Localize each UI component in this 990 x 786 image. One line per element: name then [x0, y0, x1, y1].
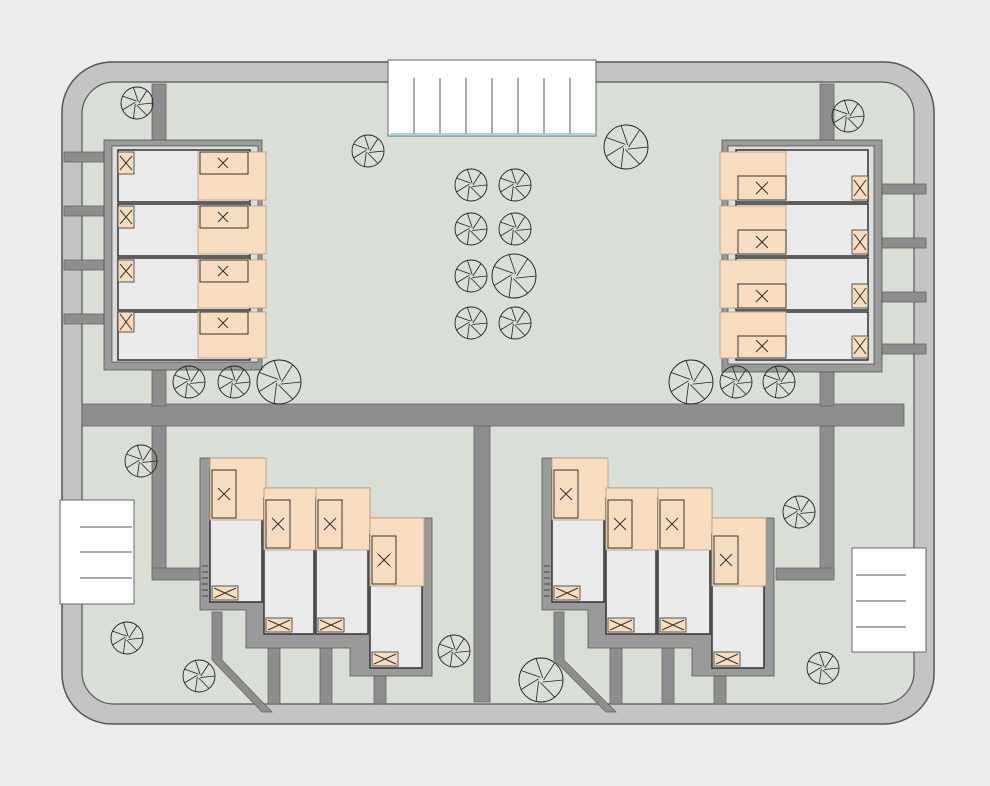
tree-symbol-icon: [454, 212, 488, 246]
unit: [711, 517, 767, 669]
tree-symbol-icon: [498, 306, 532, 340]
trees: [110, 86, 865, 703]
parking-right: [851, 547, 927, 653]
unit: [719, 149, 869, 203]
tree-symbol-icon: [498, 168, 532, 202]
unit: [605, 487, 661, 635]
unit: [657, 487, 713, 635]
unit: [117, 149, 267, 203]
parking-top: [387, 59, 597, 137]
footpaths: [63, 83, 927, 713]
housing-block-lower-right: [541, 457, 775, 677]
tree-symbol-icon: [762, 365, 796, 399]
housing-block-lower-left: [199, 457, 433, 677]
tree-symbol-icon: [454, 259, 488, 293]
tree-symbol-icon: [351, 134, 385, 168]
tree-symbol-icon: [782, 495, 816, 529]
tree-symbol-icon: [603, 124, 649, 170]
tree-symbol-icon: [256, 359, 302, 405]
tree-symbol-icon: [110, 621, 144, 655]
tree-symbol-icon: [124, 444, 158, 478]
unit: [719, 257, 869, 311]
unit: [117, 311, 267, 361]
unit: [719, 311, 869, 361]
unit: [263, 487, 319, 635]
housing-block-upper-right: [719, 139, 883, 373]
unit: [209, 457, 267, 603]
unit: [117, 203, 267, 257]
parking-left: [59, 499, 135, 605]
stair-treads-icon: [544, 565, 550, 597]
tree-symbol-icon: [518, 657, 564, 703]
tree-symbol-icon: [498, 212, 532, 246]
tree-symbol-icon: [182, 659, 216, 693]
tree-symbol-icon: [454, 306, 488, 340]
unit: [117, 257, 267, 311]
tree-symbol-icon: [831, 99, 865, 133]
tree-symbol-icon: [806, 651, 840, 685]
tree-symbol-icon: [491, 253, 537, 299]
tree-symbol-icon: [120, 86, 154, 120]
tree-symbol-icon: [454, 168, 488, 202]
tree-symbol-icon: [217, 365, 251, 399]
unit: [315, 487, 371, 635]
unit: [719, 203, 869, 257]
unit: [369, 517, 425, 669]
tree-symbol-icon: [719, 365, 753, 399]
unit: [551, 457, 609, 603]
tree-symbol-icon: [668, 359, 714, 405]
tree-symbol-icon: [437, 634, 471, 668]
housing-block-upper-left: [103, 139, 267, 371]
stair-treads-icon: [202, 565, 208, 597]
tree-symbol-icon: [172, 365, 206, 399]
